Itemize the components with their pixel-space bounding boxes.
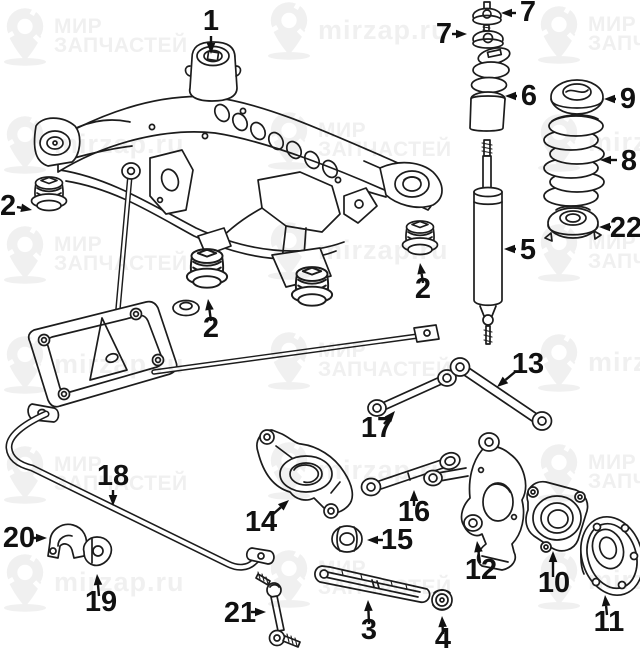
callout-arrowhead <box>364 600 373 612</box>
rod-bushing <box>431 589 453 611</box>
callout-arrowhead <box>604 94 615 104</box>
camber-link-arm <box>360 451 461 497</box>
callout-arrowhead <box>384 411 395 423</box>
coil-spring <box>543 114 605 207</box>
callout-8[interactable]: 8 <box>621 145 637 177</box>
guide-link-arm <box>449 357 553 431</box>
callout-arrowhead <box>36 533 47 543</box>
callout-arrow <box>96 584 101 597</box>
subframe-bushing <box>401 220 439 256</box>
callout-2[interactable]: 2 <box>415 273 431 305</box>
stabilizer-bar <box>5 403 275 571</box>
callout-2[interactable]: 2 <box>203 312 219 344</box>
wheel-hub <box>580 515 640 597</box>
callout-20[interactable]: 20 <box>3 522 35 554</box>
callout-arrow <box>604 605 609 616</box>
callout-arrowhead <box>501 8 512 18</box>
callout-arrow <box>208 309 213 322</box>
callout-22[interactable]: 22 <box>610 212 640 244</box>
subframe-bushing <box>185 248 229 289</box>
callout-arrowhead <box>438 616 447 628</box>
callout-16[interactable]: 16 <box>398 496 430 528</box>
callout-arrowhead <box>505 91 516 101</box>
shock-top-cap <box>472 1 502 26</box>
callout-arrowhead <box>367 535 378 545</box>
lower-control-arm <box>256 429 354 519</box>
callout-1[interactable]: 1 <box>203 5 219 37</box>
callout-9[interactable]: 9 <box>620 83 636 115</box>
callout-arrowhead <box>93 574 103 586</box>
rear-subframe <box>33 41 443 379</box>
callout-arrow <box>270 506 282 517</box>
callout-10[interactable]: 10 <box>538 567 570 599</box>
subframe-bushing <box>30 176 68 212</box>
callout-arrow <box>504 371 516 381</box>
callout-19[interactable]: 19 <box>85 586 117 618</box>
callout-14[interactable]: 14 <box>245 506 277 538</box>
callout-arrowhead <box>417 263 426 275</box>
upper-link-arm <box>367 369 457 417</box>
shock-support-mount <box>472 24 504 49</box>
callout-4[interactable]: 4 <box>435 623 451 650</box>
stabilizer-link <box>255 571 301 648</box>
track-rod <box>314 565 431 604</box>
spring-upper-pad <box>550 79 604 115</box>
callout-arrowhead <box>277 500 289 511</box>
callout-arrowhead <box>20 203 32 213</box>
callout-6[interactable]: 6 <box>521 80 537 112</box>
callout-arrow <box>383 418 389 425</box>
callout-arrowhead <box>497 376 509 387</box>
callout-2[interactable]: 2 <box>0 190 16 222</box>
callout-arrowhead <box>599 222 610 232</box>
reinforcement-plate <box>27 300 178 408</box>
callout-arrowhead <box>456 29 467 39</box>
callout-arrowhead <box>474 541 483 553</box>
spring-lower-pad <box>544 205 602 242</box>
mount-washer <box>172 299 200 317</box>
control-arm-bushing <box>331 525 363 553</box>
shock-absorber <box>473 139 503 345</box>
callout-15[interactable]: 15 <box>381 524 413 556</box>
callout-17[interactable]: 17 <box>361 412 393 444</box>
callout-arrowhead <box>601 595 611 607</box>
callout-arrowhead <box>108 495 118 506</box>
stabilizer-bushing <box>82 536 113 567</box>
callout-3[interactable]: 3 <box>361 614 377 646</box>
callout-18[interactable]: 18 <box>97 460 129 492</box>
callout-7[interactable]: 7 <box>520 0 536 28</box>
wheel-knuckle <box>460 432 527 571</box>
callout-arrowhead <box>600 155 611 165</box>
callout-arrow <box>420 273 425 284</box>
wheel-bearing <box>525 480 589 553</box>
callout-7[interactable]: 7 <box>436 18 452 50</box>
callout-arrow <box>477 551 482 564</box>
callout-13[interactable]: 13 <box>512 348 544 380</box>
stabilizer-bracket <box>47 523 88 559</box>
callout-arrow <box>16 205 22 210</box>
callout-arrowhead <box>504 244 515 254</box>
subframe-bushing <box>290 266 334 307</box>
callout-arrow <box>367 610 371 625</box>
brace-bar <box>151 324 440 375</box>
callout-arrowhead <box>205 299 214 311</box>
callout-12[interactable]: 12 <box>465 554 497 586</box>
callout-arrowhead <box>409 490 419 501</box>
toe-link-end <box>423 467 469 487</box>
callout-11[interactable]: 11 <box>594 606 625 638</box>
callout-arrowhead <box>206 43 216 54</box>
callout-arrowhead <box>255 607 266 617</box>
shock-dust-boot <box>469 47 511 132</box>
callout-5[interactable]: 5 <box>520 234 536 266</box>
callout-21[interactable]: 21 <box>224 597 256 629</box>
callout-arrowhead <box>548 551 558 562</box>
